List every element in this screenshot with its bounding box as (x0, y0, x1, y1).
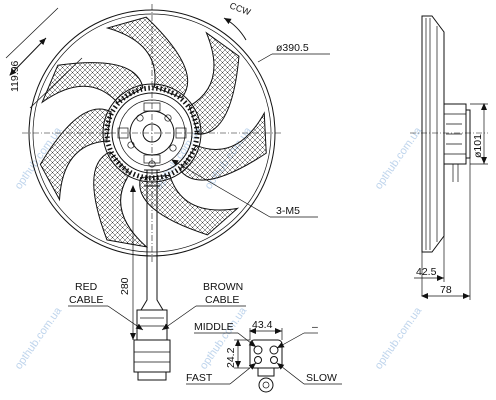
slow-label: SLOW (306, 372, 337, 384)
fan-side-view: ø101 42.5 78 (410, 15, 488, 300)
screws-group: 3-M5 (171, 159, 318, 218)
fan-blade (188, 31, 240, 135)
brown-cable-line1: BROWN (203, 281, 243, 293)
minus-label: – (312, 321, 318, 333)
watermark-5: opthub.com.ua (13, 305, 65, 372)
fan-blade (41, 62, 144, 104)
connector-lock-ring (258, 377, 274, 393)
depth-78-label: 78 (440, 284, 452, 296)
fan-blades (39, 16, 267, 248)
dim-24-label: 24.2 (225, 347, 237, 368)
rotation-indicator: CCW (223, 0, 252, 41)
hub-slot-right (175, 127, 187, 139)
pin-minus (269, 345, 279, 355)
hub-slot-top (143, 102, 161, 112)
watermark-6: opthub.com.ua (198, 305, 250, 372)
hub-hole-5 (148, 160, 156, 168)
connector-tip (137, 371, 167, 381)
connector-body (133, 339, 171, 373)
hub-center (142, 123, 162, 143)
fan-blade (105, 16, 189, 99)
pin-middle (253, 345, 263, 355)
hub-hole-1 (136, 114, 144, 122)
watermark-7: opthub.com.ua (373, 305, 425, 372)
fast-label: FAST (186, 372, 213, 384)
hub-ring-inner (118, 99, 186, 167)
red-cable-line1: RED (75, 281, 98, 293)
diameter-fan-group: ø390.5 (257, 42, 330, 63)
pin-fast (254, 356, 262, 364)
dim-119-group: 119.96 (5, 7, 83, 109)
hub-slot-left (117, 127, 129, 139)
hub-hole-2 (164, 114, 172, 122)
side-shroud (421, 15, 445, 253)
hub-ribs (104, 85, 200, 181)
fan-front-view (22, 4, 282, 381)
cable-red (140, 170, 148, 311)
dim-43-label: 43.4 (252, 319, 273, 331)
hub-outer (102, 83, 202, 183)
middle-label: MIDDLE (194, 321, 234, 333)
rotation-label: CCW (228, 0, 252, 17)
cable-length-label: 280 (119, 277, 131, 295)
hub-ring (111, 92, 193, 174)
brown-cable-line2: CABLE (205, 294, 239, 306)
red-cable-callout: RED CABLE (68, 281, 144, 331)
pin-slow (270, 356, 278, 364)
side-motor-cap (465, 109, 471, 159)
cable-length-group: 280 (119, 185, 136, 340)
depth-42-label: 42.5 (416, 266, 437, 278)
diameter-fan-label: ø390.5 (276, 42, 309, 54)
fan-blade (93, 151, 149, 248)
fan-blade (179, 111, 267, 181)
fan-blade (139, 174, 240, 236)
dim-119-label: 119.96 (9, 61, 21, 92)
diameter-hub-label: ø101 (472, 134, 484, 158)
brown-cable-callout: BROWN CABLE (161, 281, 246, 331)
connector-lock-hole (262, 381, 270, 389)
connector-latch (257, 367, 275, 377)
cable-brown (156, 170, 164, 311)
hub-slot-bottom (143, 154, 161, 164)
screws-label: 3-M5 (276, 205, 300, 217)
red-cable-line2: CABLE (69, 294, 103, 306)
hub-hole-3 (127, 141, 135, 149)
fan-blade (39, 108, 112, 202)
connector-boot (136, 309, 168, 341)
connector-detail: 43.4 24.2 MIDDLE – FAST SLOW (186, 319, 342, 393)
watermark-4: opthub.com.ua (373, 125, 425, 192)
hub-hole-4 (169, 144, 177, 152)
